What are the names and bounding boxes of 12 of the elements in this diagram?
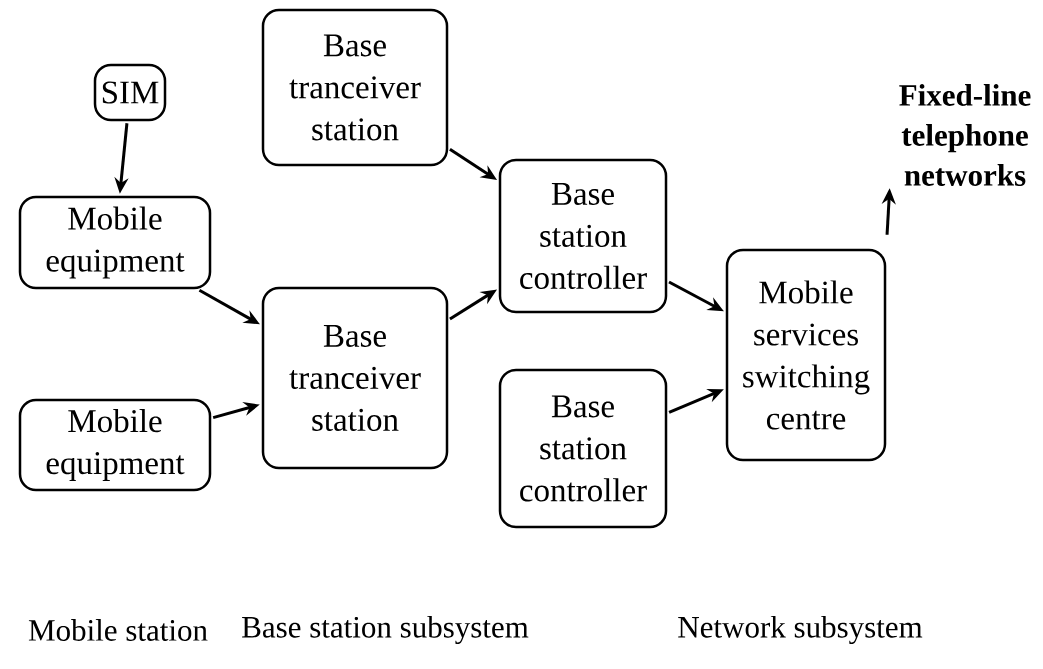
process-box: Base station controller xyxy=(498,368,668,529)
process-box: Mobile equipment xyxy=(18,195,212,290)
process-box: Base station controller xyxy=(498,158,668,314)
process-box: SIM xyxy=(93,63,167,122)
process-box: Mobile equipment xyxy=(18,398,212,492)
group-label: Mobile station xyxy=(28,619,208,641)
process-box: Mobile services switching centre xyxy=(725,248,887,462)
node-label: Fixed-line telephone networks xyxy=(899,84,1031,186)
process-box: Base tranceiver station xyxy=(261,286,449,470)
group-label: Base station subsystem xyxy=(242,615,529,645)
process-box: Base tranceiver station xyxy=(261,8,449,167)
group-label: Network subsystem xyxy=(678,615,923,645)
